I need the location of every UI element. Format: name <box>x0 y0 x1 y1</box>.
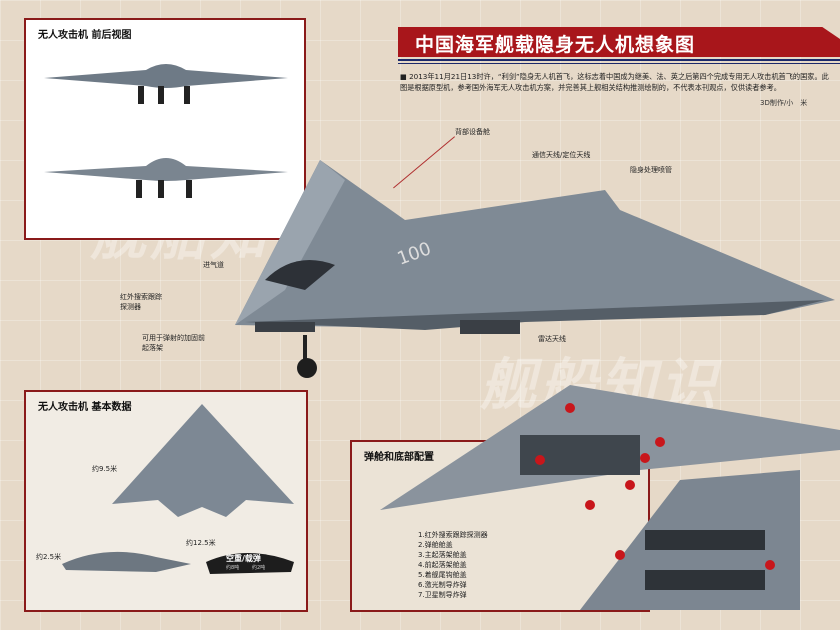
legend-item: 6.激光制导炸弹 <box>418 581 467 589</box>
legend-item: 1.红外搜索跟踪探测器 <box>418 531 488 539</box>
label-dorsal-bay: 背部设备舱 <box>455 128 490 136</box>
front-rear-view-panel: 无人攻击机 前后视图 <box>24 18 306 240</box>
credit: 3D制作/小 米 <box>760 99 808 107</box>
intro-body: 2013年11月21日13时许，“利剑”隐身无人机首飞，这标志着中国成为继美、法… <box>400 72 829 92</box>
main-aircraft-render: 100 <box>235 160 835 378</box>
height-dim: 约2.5米 <box>36 553 62 561</box>
intro-text: ■ 2013年11月21日13时许，“利剑”隐身无人机首飞，这标志着中国成为继美… <box>400 72 829 92</box>
side-view <box>62 551 191 572</box>
label-nozzle: 隐身处理喷管 <box>630 166 672 174</box>
panel-title: 弹舱和底部配置 <box>364 452 434 463</box>
weight-badge <box>206 553 294 574</box>
divider <box>398 63 840 64</box>
basic-data-panel: 无人攻击机 基本数据 约9.5米 约12.5米 约2.5米 空重/载弹 约8吨 … <box>24 390 308 612</box>
legend-item: 7.卫星制导炸弹 <box>418 591 467 599</box>
payload: 约2吨 <box>252 565 266 571</box>
bay-markers <box>535 403 775 570</box>
legend-item: 2.弹舱舱盖 <box>418 541 453 549</box>
label-irst: 红外搜索跟踪探测器 <box>120 293 162 311</box>
label-nose-gear: 可用于弹射的加固前起落架 <box>142 334 205 352</box>
span-dim: 约12.5米 <box>186 539 216 547</box>
empty-weight: 约8吨 <box>226 565 240 571</box>
legend-item: 4.前起落架舱盖 <box>418 561 467 569</box>
label-intake: 进气道 <box>203 261 224 269</box>
front-view <box>44 64 288 104</box>
page-title: 中国海军舰载隐身无人机想象图 <box>415 34 696 56</box>
length-dim: 约9.5米 <box>92 465 118 473</box>
legend-item: 3.主起落架舱盖 <box>418 551 467 559</box>
bay-legend: 1.红外搜索跟踪探测器 2.弹舱舱盖 3.主起落架舱盖 4.前起落架舱盖 5.着… <box>418 530 488 600</box>
top-view <box>112 404 294 517</box>
rear-view <box>44 158 288 198</box>
label-radar: 雷达天线 <box>538 335 566 343</box>
title-bar <box>398 27 840 57</box>
bay-renders <box>380 385 840 610</box>
weight-title: 空重/载弹 <box>226 554 261 563</box>
divider <box>398 59 840 61</box>
legend-item: 5.着舰尾钩舱盖 <box>418 571 467 579</box>
panel-title: 无人攻击机 前后视图 <box>38 30 132 41</box>
front-rear-views <box>44 64 288 198</box>
panel-title: 无人攻击机 基本数据 <box>38 402 132 413</box>
plan-and-side-views <box>62 404 294 574</box>
label-antenna: 通信天线/定位天线 <box>532 151 591 159</box>
